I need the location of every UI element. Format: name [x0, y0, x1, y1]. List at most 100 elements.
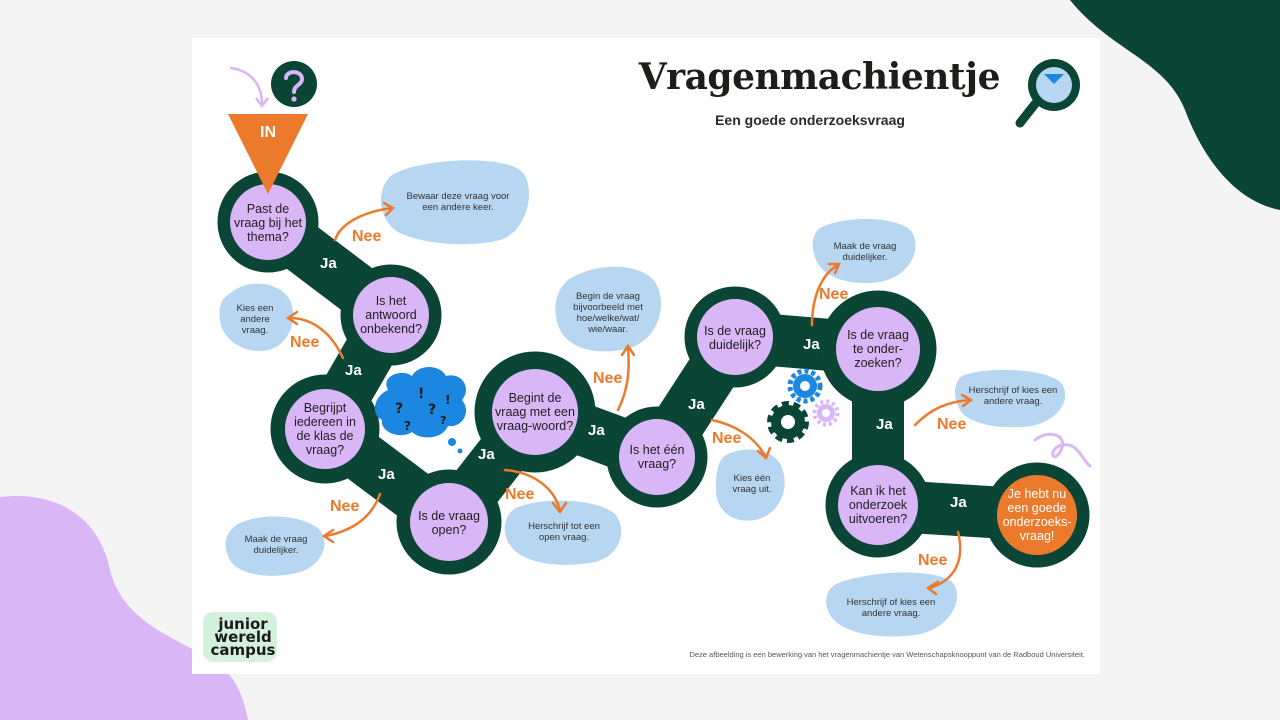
answer-4-text: Herschrijf tot een open vraag.	[528, 521, 600, 543]
question-4-text: Is de vraag open?	[418, 509, 480, 537]
question-bubble-9	[838, 465, 918, 545]
logo-line-2: wereld	[214, 628, 272, 646]
logo-line-3: campus	[210, 641, 276, 659]
answer-blob-6	[715, 449, 785, 521]
nee-arrow-5	[616, 346, 630, 412]
question-bubble-4	[410, 483, 488, 561]
nee-arrow-4-head	[551, 501, 568, 515]
answer-1-text: Bewaar deze vraag voor een andere keer.	[406, 191, 510, 213]
ja-label-7: Ja	[803, 336, 820, 353]
page-subtitle: Een goede onderzoeksvraag	[715, 112, 905, 128]
nee-arrow-1	[333, 206, 394, 242]
answer-blob-5	[555, 266, 662, 352]
nee-arrow-2-head	[285, 310, 299, 326]
final-text: Je hebt nu een goede onderzoeks-vraag!	[1002, 487, 1072, 543]
svg-text:?: ?	[440, 414, 446, 427]
ja-label-3: Ja	[378, 466, 395, 483]
question-bubble-2	[353, 277, 429, 353]
question-8-text: Is de vraag te onder-zoeken?	[847, 328, 909, 370]
nee-arrow-8-head	[960, 393, 974, 408]
nee-arrow-4	[503, 468, 562, 512]
nee-arrow-6-head	[756, 446, 772, 461]
ja-label-9: Ja	[950, 494, 967, 511]
nee-label-9: Nee	[918, 552, 948, 569]
nee-arrows	[285, 201, 974, 596]
nee-arrow-7-head	[827, 262, 841, 275]
nee-arrow-1-head	[382, 201, 396, 217]
question-5-text: Begint de vraag met een vraag-woord?	[495, 391, 575, 433]
nee-arrow-5-head	[620, 343, 636, 357]
question-7-text: Is de vraag duidelijk?	[704, 324, 766, 352]
answer-blob-2	[219, 283, 294, 351]
answer-5-text: Begin de vraag bijvoorbeeld met hoe/welk…	[573, 291, 643, 335]
answer-blobs	[219, 160, 1066, 637]
magnifier-icon	[1015, 59, 1080, 128]
ja-label-8: Ja	[876, 416, 893, 433]
nee-arrow-9-head	[925, 580, 940, 596]
question-bubble-3	[285, 389, 365, 469]
page-title: Vragenmachientje	[638, 56, 1001, 98]
question-9-text: Kan ik het onderzoek uitvoeren?	[848, 484, 908, 526]
nee-label-7: Nee	[819, 286, 849, 303]
nee-arrow-3	[324, 492, 382, 538]
svg-text:?: ?	[395, 401, 403, 417]
question-1-text: Past de vraag bij het thema?	[233, 202, 303, 244]
green-corner-shape	[1070, 0, 1280, 210]
nee-arrow-6	[710, 418, 767, 458]
in-label: IN	[260, 124, 276, 141]
question-3-text: Begrijpt iedereen in de klas de vraag?	[294, 401, 356, 457]
final-bubble	[997, 475, 1077, 555]
nee-label-2: Nee	[290, 334, 320, 351]
nee-arrow-8	[913, 398, 972, 427]
junior-wereld-campus-logo: junior wereld campus	[210, 615, 276, 659]
answer-9-text: Herschrijf of kies een andere vraag.	[846, 597, 936, 619]
question-mark-icon	[271, 61, 317, 107]
question-bubble-5	[492, 369, 578, 455]
footer-credit: Deze afbeelding is een bewerking van het…	[689, 650, 1085, 659]
answer-blob-8	[954, 369, 1066, 428]
answer-8-text: Herschrijf of kies een andere vraag.	[968, 385, 1058, 407]
answer-blob-4	[504, 500, 622, 565]
nee-label-3: Nee	[330, 498, 360, 515]
ja-label-2: Ja	[345, 362, 362, 379]
ja-label-5: Ja	[588, 422, 605, 439]
answer-7-text: Maak de vraag duidelijker.	[833, 241, 897, 263]
nee-arrow-2	[288, 316, 345, 360]
thought-cloud-icon: ? ! ? ! ? ?	[374, 367, 467, 454]
nee-arrow-7	[810, 263, 840, 327]
ja-label-6: Ja	[688, 396, 705, 413]
svg-text:!: !	[445, 393, 450, 407]
answer-3-text: Maak de vraag duidelijker.	[244, 534, 308, 556]
question-6-text: Is het één vraag?	[629, 443, 685, 471]
curly-arrow-icon	[1033, 432, 1092, 468]
nee-arrow-3-head	[321, 528, 335, 544]
nee-label-4: Nee	[505, 486, 535, 503]
ja-label-4: Ja	[478, 446, 495, 463]
question-bubble-1	[230, 184, 306, 260]
answer-2-text: Kies een andere vraag.	[236, 302, 274, 336]
svg-text:?: ?	[428, 402, 436, 418]
answer-blob-1	[380, 160, 530, 245]
question-bubble-8	[836, 307, 920, 391]
answer-blob-3	[225, 516, 325, 576]
gear-icon	[767, 368, 840, 443]
nee-arrow-9	[928, 530, 962, 590]
question-bubble-6	[619, 419, 695, 495]
svg-text:?: ?	[404, 419, 411, 433]
nee-label-6: Nee	[712, 430, 742, 447]
answer-6-text: Kies één vraag uit.	[732, 473, 772, 495]
purple-corner-shape	[0, 495, 248, 720]
nee-label-1: Nee	[352, 228, 382, 245]
nee-label-8: Nee	[937, 416, 967, 433]
svg-text:!: !	[418, 386, 424, 402]
logo-badge	[203, 612, 277, 662]
logo-line-1: junior	[218, 615, 268, 633]
question-2-text: Is het antwoord onbekend?	[360, 294, 422, 336]
nee-label-5: Nee	[593, 370, 623, 387]
in-funnel	[228, 114, 308, 194]
start-arrow-head	[255, 97, 269, 109]
ja-label-1: Ja	[320, 255, 337, 272]
answer-blob-9	[826, 572, 958, 637]
